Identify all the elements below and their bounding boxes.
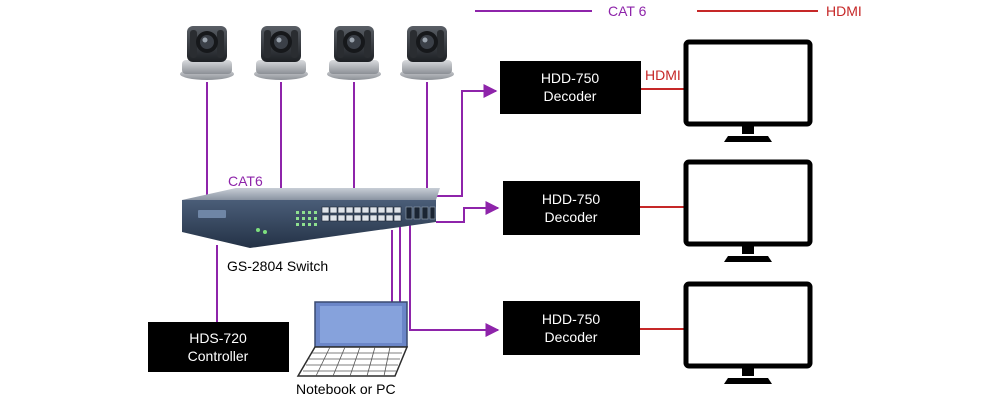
switch-led-icon bbox=[263, 230, 267, 234]
decoder-box-1: HDD-750 Decoder bbox=[500, 61, 641, 114]
decoder-box-3: HDD-750 Decoder bbox=[503, 301, 640, 355]
network-switch bbox=[182, 188, 440, 248]
monitor-icon bbox=[686, 284, 810, 384]
switch-ports bbox=[321, 206, 402, 222]
switch-status-leds bbox=[296, 211, 317, 226]
decoder-type: Decoder bbox=[545, 209, 598, 225]
switch-sfp-ports bbox=[405, 206, 436, 220]
ptz-camera-icon bbox=[400, 26, 454, 80]
decoder-type: Decoder bbox=[544, 88, 597, 104]
ptz-camera-icon bbox=[254, 26, 308, 80]
cat6-inline-label: CAT6 bbox=[228, 173, 263, 189]
decoder-model: HDD-750 bbox=[542, 191, 601, 207]
controller-type: Controller bbox=[188, 348, 249, 364]
hdmi-cables bbox=[640, 88, 686, 330]
decoder-model: HDD-750 bbox=[541, 70, 600, 86]
switch-top bbox=[182, 188, 440, 200]
switch-logo-icon bbox=[198, 210, 226, 218]
legend: CAT 6 HDMI bbox=[475, 3, 862, 19]
decoder-type: Decoder bbox=[545, 329, 598, 345]
controller-box: HDS-720 Controller bbox=[148, 322, 289, 372]
decoder-box-2: HDD-750 Decoder bbox=[503, 181, 640, 235]
monitor-icon bbox=[686, 42, 810, 142]
legend-cat6-label: CAT 6 bbox=[608, 3, 647, 19]
cameras bbox=[180, 26, 454, 80]
notebook-icon bbox=[296, 301, 409, 377]
controller-model: HDS-720 bbox=[189, 330, 247, 346]
cable-decoder-1 bbox=[436, 84, 498, 197]
decoder-model: HDD-750 bbox=[542, 311, 601, 327]
monitor-icon bbox=[686, 162, 810, 262]
ptz-camera-icon bbox=[180, 26, 234, 80]
monitors bbox=[686, 42, 810, 384]
switch-led-icon bbox=[256, 228, 260, 232]
cable-decoder-3 bbox=[409, 222, 500, 337]
ptz-camera-icon bbox=[327, 26, 381, 80]
legend-hdmi-label: HDMI bbox=[826, 3, 862, 19]
switch-label: GS-2804 Switch bbox=[227, 258, 328, 274]
notebook-label: Notebook or PC bbox=[296, 381, 396, 397]
cat6-cables bbox=[206, 82, 500, 337]
hdmi-inline-label: HDMI bbox=[645, 67, 681, 83]
cable-decoder-2 bbox=[436, 201, 500, 223]
